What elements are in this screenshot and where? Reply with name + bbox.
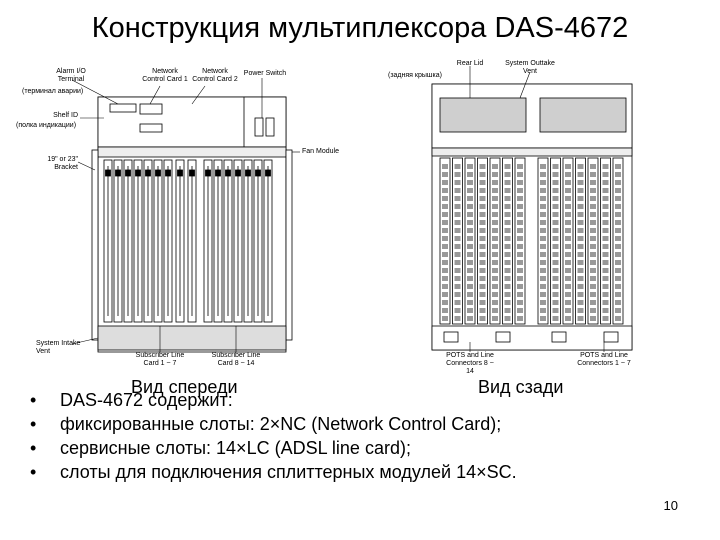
label-network-control-card-1: Network Control Card 1 <box>142 68 188 83</box>
front-card-slot <box>187 159 197 323</box>
rear-connector-slot <box>502 157 513 325</box>
label-bracket: 19" or 23" Bracket <box>47 156 78 171</box>
front-card-slot <box>253 159 263 323</box>
page-number: 10 <box>663 498 678 513</box>
rear-connector-slot <box>514 157 526 325</box>
rear-connector-slot <box>600 157 611 325</box>
rear-connector-slot <box>537 157 549 325</box>
label-network-control-card-2: Network Control Card 2 <box>192 68 238 83</box>
label-system-outtake-vent: System Outtake Vent <box>505 60 555 75</box>
front-card-slot <box>133 159 143 323</box>
front-card-slot <box>103 159 113 323</box>
label-shelf-id: Shelf ID <box>53 112 78 119</box>
rear-connector-slot <box>562 157 574 325</box>
front-card-slot <box>213 159 223 323</box>
rear-connector-slot <box>550 157 561 325</box>
front-card-slot <box>143 159 153 323</box>
bullet-list: DAS-4672 содержит: фиксированные слоты: … <box>30 388 517 484</box>
front-card-slot <box>123 159 133 323</box>
rear-connector-slot <box>489 157 501 325</box>
label-pots-connectors-1-7: POTS and Line Connectors 1 ~ 7 <box>577 352 631 367</box>
label-rear-lid-ru: (задняя крышка) <box>388 72 442 79</box>
bullet-item: DAS-4672 содержит: <box>30 388 517 412</box>
front-card-slot <box>263 159 273 323</box>
slide-title: Конструкция мультиплексора DAS-4672 <box>91 12 629 44</box>
label-alarm-terminal-ru: (терминал аварии) <box>22 88 84 95</box>
front-card-slot <box>243 159 253 323</box>
rear-connector-slot <box>477 157 488 325</box>
front-card-slot <box>223 159 233 323</box>
label-shelf-id-ru: (полка индикации) <box>16 122 77 129</box>
label-pots-connectors-8-14: POTS and Line Connectors 8 ~ 14 <box>446 352 494 375</box>
rear-connector-slot <box>439 157 451 325</box>
bullet-item: сервисные слоты: 14×LC (ADSL line card); <box>30 436 517 460</box>
front-card-slot <box>175 159 185 323</box>
label-subscriber-line-1-7: Subscriber Line Card 1 ~ 7 <box>135 352 185 367</box>
bullet-item: слоты для подключения сплиттерных модуле… <box>30 460 517 484</box>
rear-connector-slot <box>452 157 463 325</box>
label-alarm-terminal: Alarm I/O Terminal <box>56 68 86 83</box>
label-system-intake-vent: System Intake Vent <box>36 340 81 355</box>
front-view <box>91 96 293 353</box>
front-card-slot <box>233 159 243 323</box>
label-fan-module: Fan Module <box>302 148 339 155</box>
label-power-switch: Power Switch <box>243 70 287 77</box>
front-card-slot <box>113 159 123 323</box>
front-card-slot <box>203 159 213 323</box>
label-rear-lid: Rear Lid <box>456 60 484 67</box>
label-subscriber-line-8-14: Subscriber Line Card 8 ~ 14 <box>211 352 261 367</box>
rear-view <box>431 83 633 351</box>
rear-connector-slot <box>587 157 599 325</box>
bullet-item: фиксированные слоты: 2×NC (Network Contr… <box>30 412 517 436</box>
rear-connector-slot <box>612 157 624 325</box>
rear-connector-slot <box>575 157 586 325</box>
front-card-slot <box>153 159 163 323</box>
rear-connector-slot <box>464 157 476 325</box>
front-card-slot <box>163 159 173 323</box>
